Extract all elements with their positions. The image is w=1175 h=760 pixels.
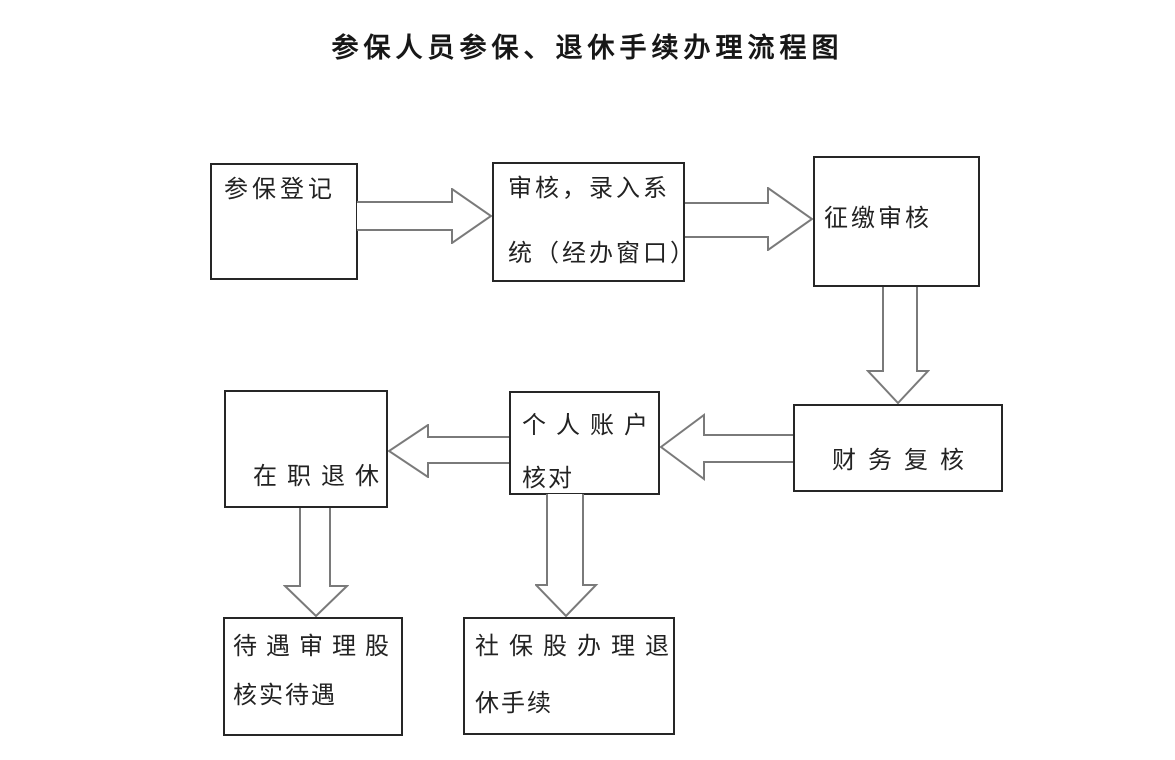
node-label-line2: 核实待遇	[233, 683, 337, 709]
node-label-line2: 核对	[522, 466, 574, 492]
node-label-line2: 休手续	[475, 691, 553, 717]
arrow-geren-to-shebao	[535, 494, 599, 617]
flow-node-caiwu-fuhe: 财务复核	[793, 404, 1003, 492]
node-label-line1: 个人账户	[522, 413, 658, 439]
flowchart-title: 参保人员参保、退休手续办理流程图	[331, 33, 844, 63]
arrow-zaizhi-to-daiyu	[283, 508, 349, 617]
flow-node-zhengjiao-shenhe: 征缴审核	[813, 156, 980, 287]
flow-node-canbao-dengji: 参保登记	[210, 163, 358, 280]
flow-node-shenhe-luru-xitong: 审核，录入系 统（经办窗口）	[492, 162, 697, 282]
node-label: 征缴审核	[824, 206, 932, 232]
node-label: 在职退休	[253, 464, 389, 490]
arrow-canbao-to-shenhe	[357, 188, 492, 244]
arrow-geren-to-zaizhi	[388, 424, 509, 478]
flow-node-shebao-gu-tuixiu: 社保股办理退 休手续	[463, 617, 675, 735]
flow-node-zaizhi-tuixiu: 在职退休	[224, 390, 388, 508]
node-label: 参保登记	[224, 177, 336, 203]
flow-node-geren-zhanghu-hedui: 个人账户 核对	[509, 391, 660, 495]
arrow-caiwu-to-geren	[660, 413, 793, 481]
node-label-line1: 待遇审理股	[233, 634, 398, 660]
node-label-line2: 统（经办窗口）	[508, 241, 697, 267]
node-label-line1: 社保股办理退	[475, 634, 679, 660]
arrow-shenhe-to-zhengjiao	[685, 187, 813, 251]
arrow-zhengjiao-to-caiwu	[866, 287, 930, 404]
node-label-line1: 审核，录入系	[508, 176, 670, 202]
flow-node-daiyu-shenli-gu: 待遇审理股 核实待遇	[223, 617, 403, 736]
node-label: 财务复核	[832, 448, 976, 474]
